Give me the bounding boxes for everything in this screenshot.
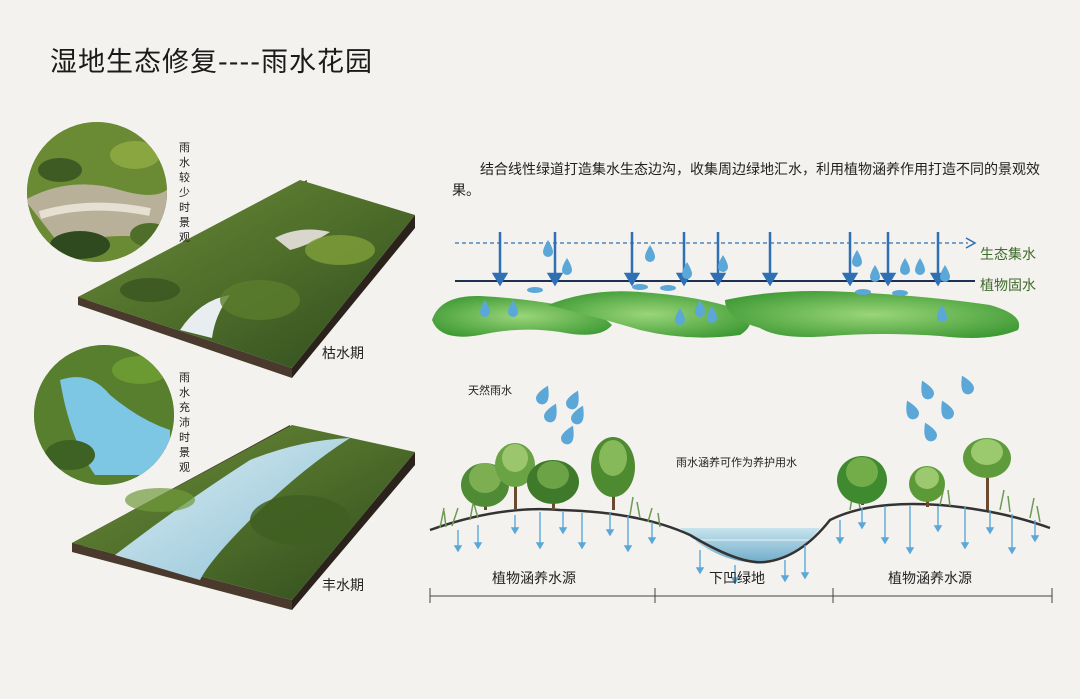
- wet-season-circle-label: 雨水充沛时景观: [179, 371, 190, 474]
- flow-diagram: [432, 232, 1020, 338]
- dry-season-block: [78, 180, 415, 378]
- segment-label-center: 下凹绿地: [709, 571, 765, 587]
- dry-season-caption: 枯水期: [322, 346, 364, 362]
- page-title: 湿地生态修复----雨水花园: [50, 47, 373, 78]
- description-text: 结合线性绿道打造集水生态边沟，收集周边绿地汇水，利用植物涵养作用打造不同的景观效…: [452, 162, 1040, 199]
- wet-season-caption: 丰水期: [322, 578, 364, 594]
- label-rainwater-conservation-note: 雨水涵养可作为养护用水: [676, 456, 797, 469]
- segment-label-right: 植物涵养水源: [888, 571, 972, 587]
- dry-season-circle-label: 雨水较少时景观: [179, 141, 190, 244]
- label-natural-rainwater: 天然雨水: [468, 384, 512, 397]
- label-ecological-water-collection: 生态集水: [980, 247, 1036, 263]
- wet-season-circle-photo: [34, 345, 174, 485]
- wet-season-block: [72, 425, 415, 610]
- label-plant-water-retention: 植物固水: [980, 278, 1036, 294]
- section-diagram: [429, 375, 1053, 603]
- dry-season-circle-photo: [27, 122, 167, 262]
- segment-label-left: 植物涵养水源: [492, 571, 576, 587]
